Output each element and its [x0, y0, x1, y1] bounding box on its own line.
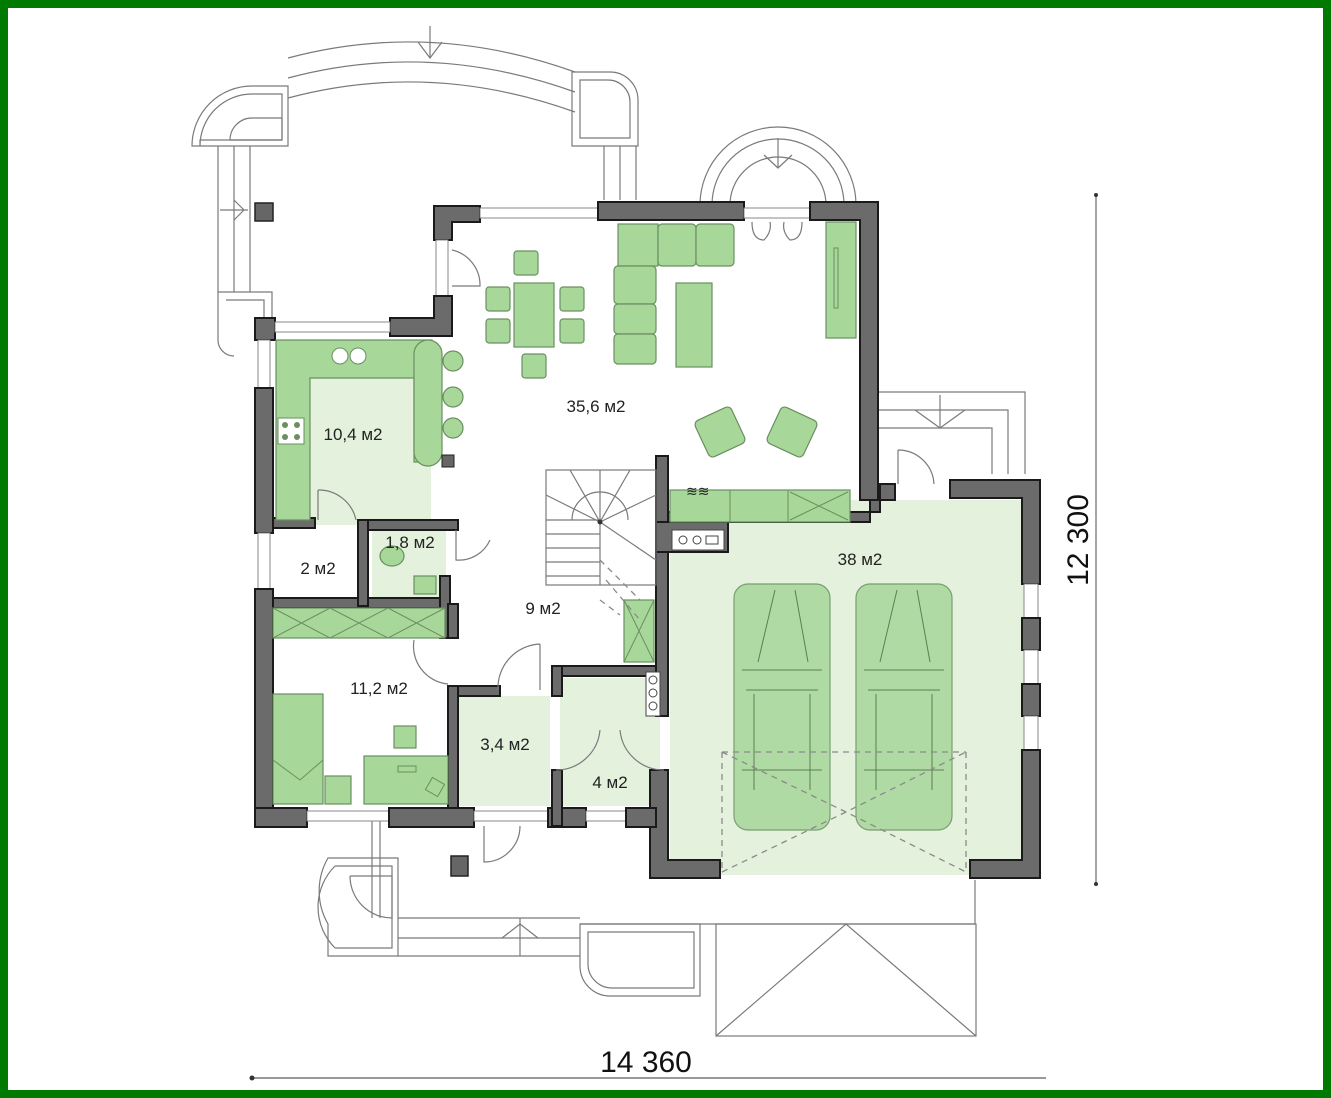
- room-label-storage: 2 м2: [300, 559, 335, 578]
- room-label-vestibule: 3,4 м2: [480, 735, 530, 754]
- garage-cars: [721, 583, 967, 873]
- height-dimension-label: 12 300: [1062, 494, 1095, 586]
- svg-text:≋≋: ≋≋: [686, 483, 709, 499]
- room-label-boiler: 4 м2: [592, 773, 627, 792]
- room-label-bathroom: 1,8 м2: [385, 533, 435, 552]
- dimension-lines: [249, 193, 1098, 1081]
- room-label-living: 35,6 м2: [567, 397, 626, 416]
- width-dimension-label: 14 360: [600, 1046, 692, 1079]
- room-label-hall: 9 м2: [525, 599, 560, 618]
- room-label-garage: 38 м2: [838, 550, 883, 569]
- room-label-bedroom: 11,2 м2: [350, 679, 408, 698]
- terrace-outline: [191, 26, 1026, 1037]
- furniture: ≋≋: [272, 221, 857, 805]
- doors: [317, 221, 935, 863]
- floor-tints: [276, 340, 1025, 875]
- room-label-kitchen: 10,4 м2: [324, 425, 383, 444]
- staircase: [545, 469, 657, 621]
- room-labels: 35,6 м2 10,4 м2 1,8 м2 2 м2 9 м2 11,2 м2…: [300, 397, 882, 792]
